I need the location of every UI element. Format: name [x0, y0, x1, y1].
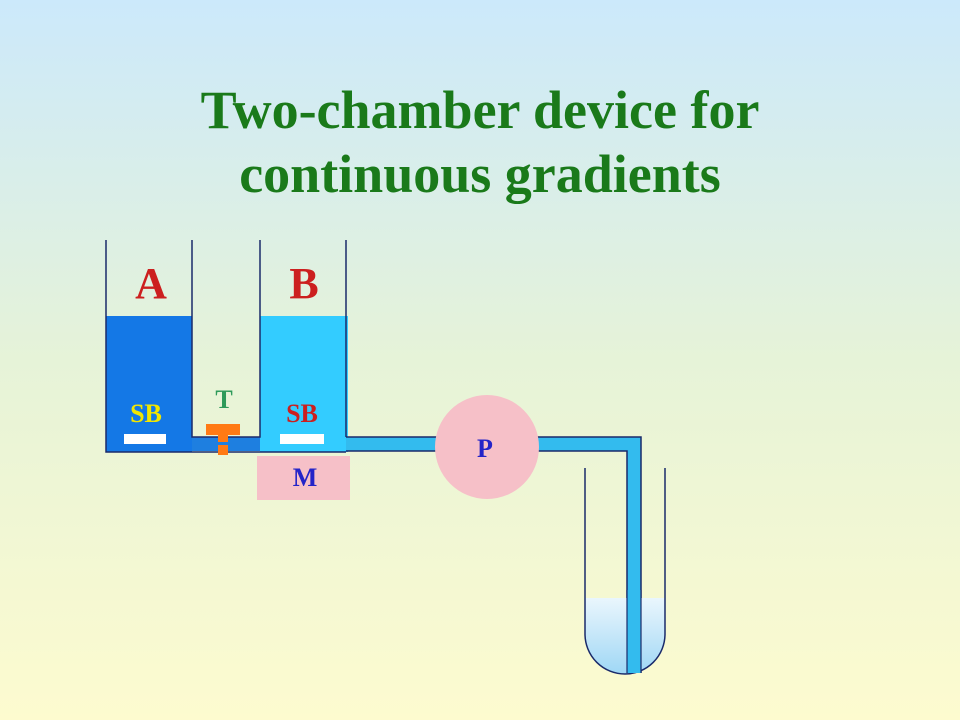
stir-bar-a [124, 434, 166, 444]
pump [435, 395, 539, 499]
title-line-1: Two-chamber device for [200, 80, 760, 140]
outflow-tube-from-pump [536, 437, 641, 451]
stirrer-label: M [293, 463, 318, 492]
chamber-b-solution [260, 316, 348, 452]
stir-bar-b [280, 434, 324, 444]
chamber-b-label: B [289, 259, 318, 308]
magnetic-stirrer [257, 456, 350, 500]
collection-tube-liquid [585, 598, 665, 674]
chamber-a-label: A [135, 259, 167, 308]
title-line-2: continuous gradients [239, 144, 721, 204]
connecting-channel [190, 437, 262, 451]
slide-title: Two-chamber device for continuous gradie… [0, 78, 960, 206]
chamber-a-solution [106, 316, 192, 452]
stir-bar-b-label: SB [286, 399, 318, 428]
pump-label: P [477, 434, 493, 463]
stir-bar-a-label: SB [130, 399, 162, 428]
tap-label: T [215, 385, 232, 414]
outflow-tube-to-pump [346, 437, 441, 451]
collection-tube-outline [584, 468, 666, 675]
collection-tube-inlet [627, 590, 641, 673]
tap-icon [206, 424, 240, 455]
